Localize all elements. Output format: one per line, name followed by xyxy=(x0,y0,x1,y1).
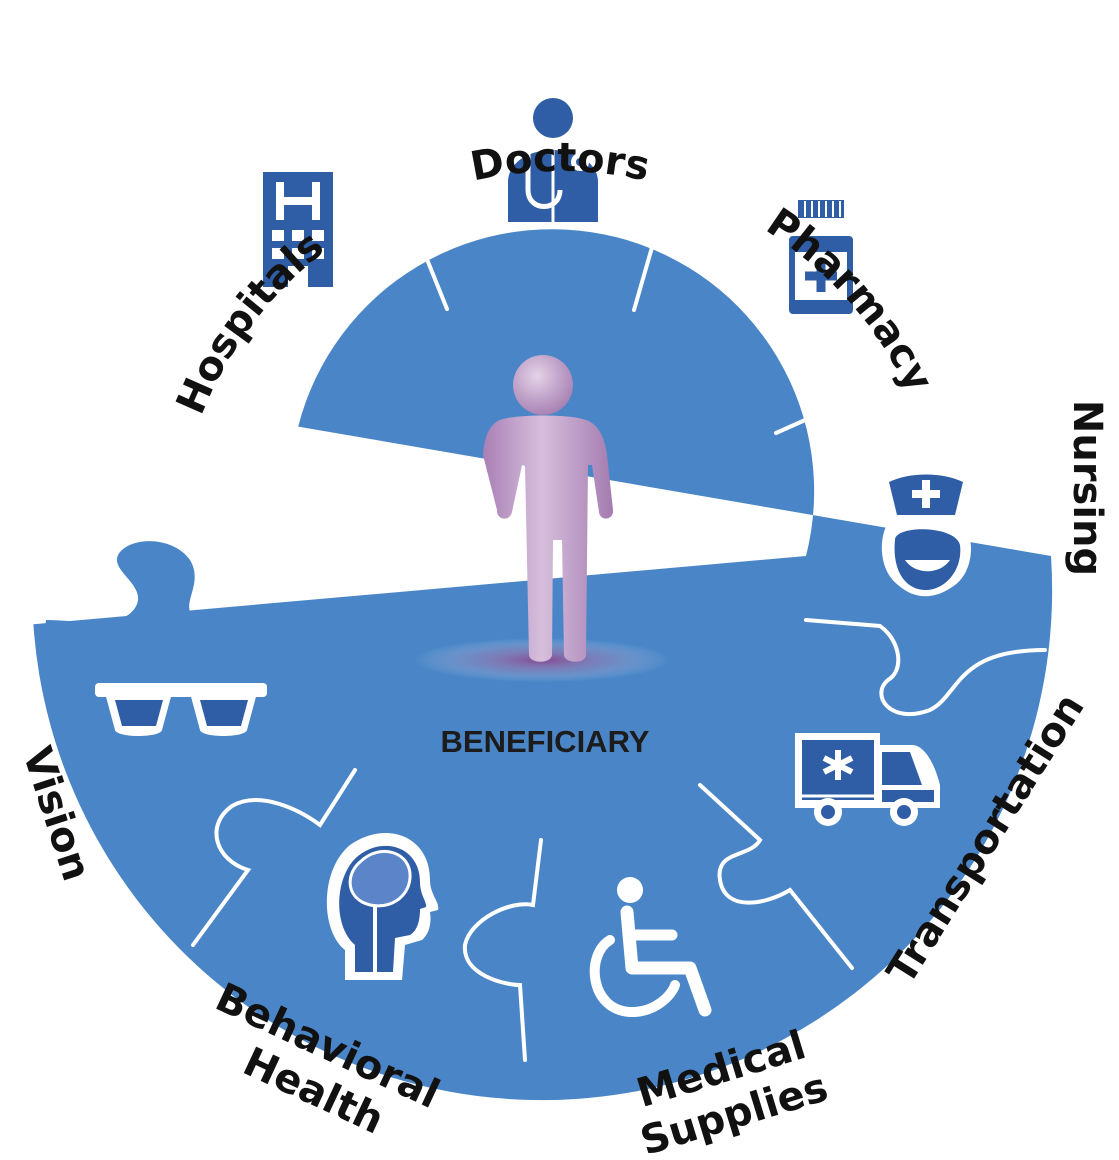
seam-hospitals-doctors xyxy=(361,84,449,311)
hospitals-piece-notch xyxy=(96,295,295,456)
puzzle-seams xyxy=(191,78,1047,1062)
ambulance-icon xyxy=(795,733,940,826)
eyeglasses-icon xyxy=(95,683,267,736)
vision-piece-tab xyxy=(42,541,300,650)
seam-pharmacy-nursing xyxy=(774,320,1007,435)
figure-body xyxy=(483,415,614,662)
nurse-icon xyxy=(880,465,972,597)
medicine-bottle-icon xyxy=(781,194,861,322)
beneficiary-figure xyxy=(414,355,670,682)
center-label: BENEFICIARY xyxy=(441,724,650,759)
label-nursing: Nursing xyxy=(1064,400,1110,576)
hospital-icon xyxy=(254,163,342,296)
figure-head xyxy=(513,355,573,415)
seam-nursing-transportation xyxy=(804,618,1047,717)
seam-doctors-pharmacy xyxy=(632,78,732,312)
seam-behavioral-vision xyxy=(191,768,357,947)
brain-head-icon xyxy=(326,832,439,980)
doctor-icon xyxy=(500,90,607,228)
wheelchair-icon xyxy=(589,877,712,1017)
seam-supplies-behavioral xyxy=(462,838,543,1062)
seam-transportation-supplies xyxy=(698,783,854,970)
